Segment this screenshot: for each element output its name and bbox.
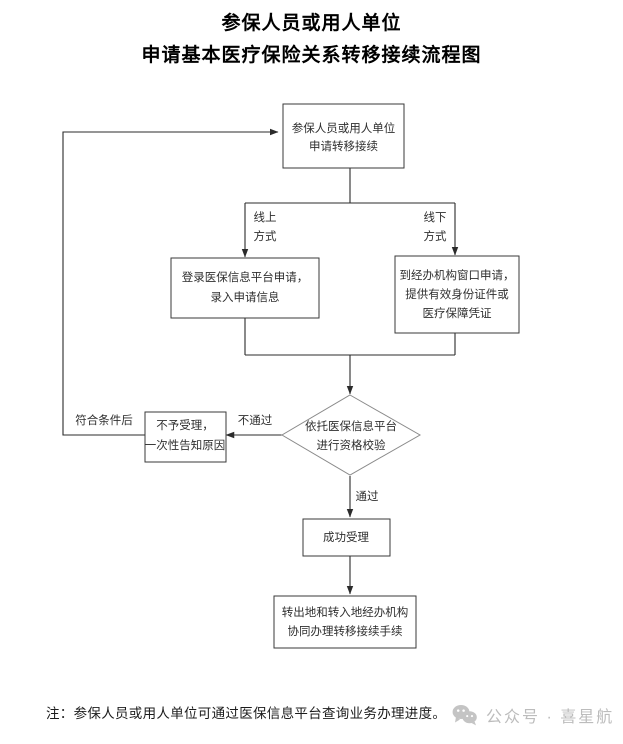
edge-label-loop-back: 符合条件后 [75, 413, 133, 427]
edge-label-online-2: 方式 [254, 229, 277, 243]
flowchart-diagram: 参保人员或用人单位 申请转移接续 线上 方式 线下 方式 登录医保信息平台申请，… [62, 103, 520, 649]
node-offline-line-2: 提供有效身份证件或 [405, 287, 509, 301]
edge-label-pass: 通过 [356, 490, 379, 503]
edge-label-offline-1: 线下 [424, 210, 447, 224]
watermark: 公众号 · 喜星航 [452, 703, 614, 727]
page-title: 参保人员或用人单位 申请基本医疗保险关系转移接续流程图 [0, 8, 623, 72]
node-reject-line-2: 一次性告知原因 [145, 438, 226, 452]
node-offline-line-3: 医疗保障凭证 [423, 306, 492, 320]
node-decision-diamond[interactable] [281, 394, 422, 476]
connector-reject-loop-back [62, 128, 279, 436]
node-start-box[interactable] [282, 103, 405, 169]
node-start-line-1: 参保人员或用人单位 [292, 121, 396, 135]
node-offline-box[interactable] [394, 255, 520, 334]
node-start-line-2: 申请转移接续 [309, 139, 378, 153]
node-online-line-1: 登录医保信息平台申请， [182, 270, 309, 284]
node-online-line-2: 录入申请信息 [211, 290, 280, 304]
node-final-line-2: 协同办理转移接续手续 [288, 624, 403, 638]
watermark-text: 公众号 · 喜星航 [486, 709, 615, 726]
node-decision-line-1: 依托医保信息平台 [305, 419, 397, 433]
edge-label-offline-2: 方式 [424, 229, 447, 243]
node-offline-line-1: 到经办机构窗口申请， [400, 268, 515, 282]
node-final-box[interactable] [273, 595, 417, 649]
wechat-icon [452, 705, 477, 726]
node-reject-box[interactable] [144, 411, 227, 463]
node-reject-line-1: 不予受理， [156, 419, 214, 432]
node-final-line-1: 转出地和转入地经办机构 [282, 605, 409, 619]
node-accepted-line-1: 成功受理 [323, 531, 369, 544]
edge-label-online-1: 线上 [254, 210, 277, 224]
node-online-box[interactable] [170, 257, 320, 319]
title-line-1: 参保人员或用人单位 [221, 13, 402, 34]
footer-note: 注：参保人员或用人单位可通过医保信息平台查询业务办理进度。 [46, 706, 447, 721]
edge-label-fail: 不通过 [238, 414, 273, 427]
title-line-2: 申请基本医疗保险关系转移接续流程图 [141, 45, 482, 66]
node-decision-line-2: 进行资格校验 [317, 438, 386, 452]
node-accepted-box[interactable] [302, 518, 391, 557]
